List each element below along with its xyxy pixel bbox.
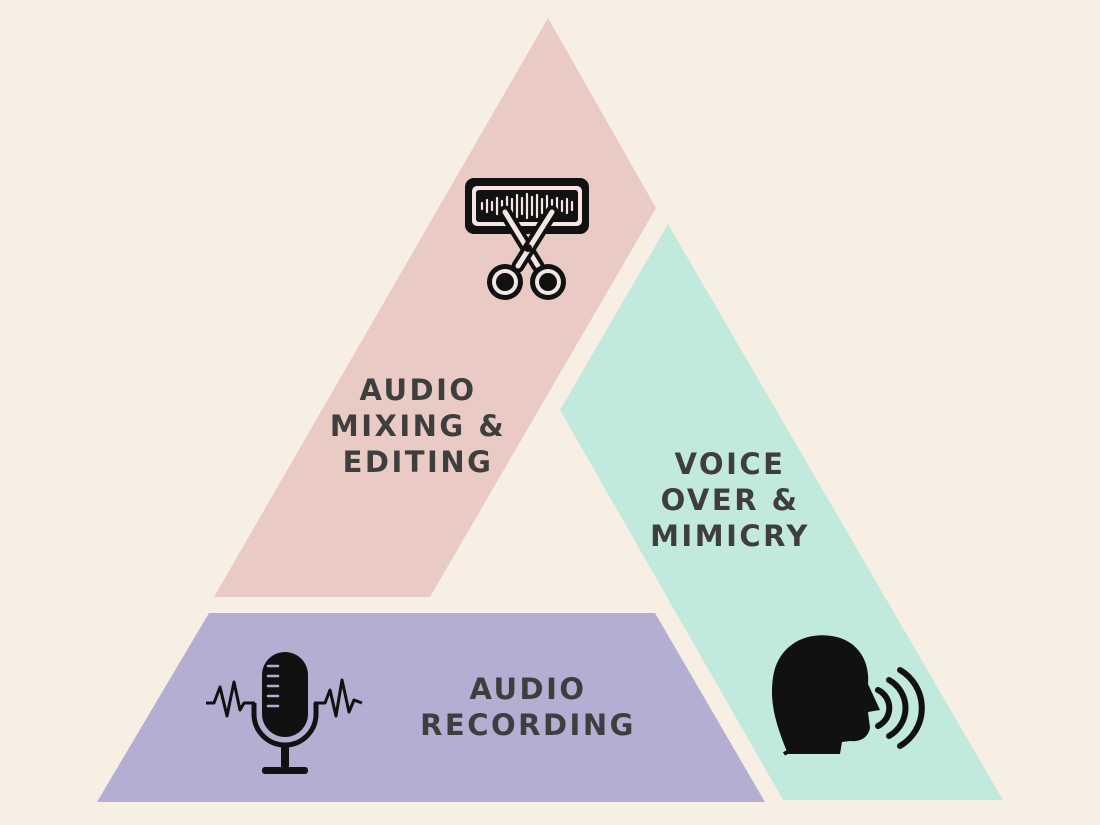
mixing-label-line-1: AUDIO — [359, 373, 477, 407]
mixing-segment — [214, 18, 656, 597]
mixing-label-line-3: EDITING — [342, 445, 494, 479]
recording-label-line-1: AUDIO — [469, 672, 587, 706]
scissors-waveform-icon — [465, 178, 589, 300]
speaking-head-icon — [771, 635, 925, 756]
voice-label-line-3: MIMICRY — [650, 519, 810, 553]
recording-label-line-2: RECORDING — [420, 708, 636, 742]
recording-segment — [97, 613, 765, 802]
recording-label: AUDIO RECORDING — [408, 671, 648, 743]
voice-label-line-1: VOICE — [674, 447, 786, 481]
voice-label-line-2: OVER & — [660, 483, 800, 517]
mixing-label: AUDIO MIXING & EDITING — [318, 372, 518, 480]
mixing-label-line-2: MIXING & — [329, 409, 507, 443]
voice-label: VOICE OVER & MIMICRY — [630, 446, 830, 554]
voice-segment — [560, 224, 1003, 800]
microphone-icon — [206, 652, 363, 774]
